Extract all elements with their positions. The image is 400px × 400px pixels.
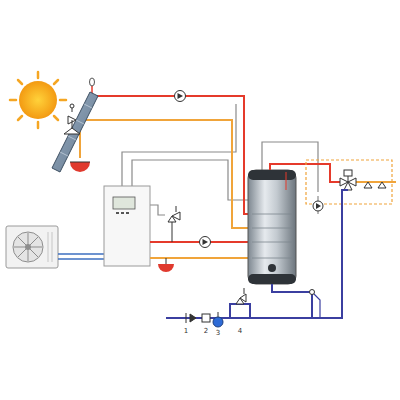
tap: [364, 182, 386, 188]
safety-valve: [168, 206, 180, 222]
dhw-internal-pipe: [286, 172, 287, 190]
pump: [175, 91, 186, 102]
cold-water-line: [166, 190, 348, 318]
heating-circuit: [150, 222, 250, 258]
mixing-valve: [340, 170, 356, 190]
callout-number: 3: [216, 330, 220, 337]
expansion-vessel: [70, 162, 90, 172]
expansion-vessel-pipe: [166, 258, 167, 264]
circulation-pump: [313, 196, 323, 214]
pressure-reducer: [213, 312, 223, 327]
air-vent: [90, 78, 95, 86]
tank-drain: [310, 290, 315, 295]
callout-number: 2: [204, 328, 208, 335]
expansion-vessel: [158, 264, 174, 272]
safety-valve: [236, 288, 246, 304]
hot-water-line: [270, 164, 396, 182]
pump: [200, 237, 211, 248]
safety-valve: [64, 104, 80, 134]
solar-collector: [52, 92, 98, 172]
check-valve: [186, 313, 196, 323]
expansion-vessel-rim: [70, 162, 90, 163]
mixing-group-outline: [306, 160, 392, 204]
sun: [10, 72, 66, 128]
callout-number: 1: [184, 328, 188, 335]
callout-number: 4: [238, 328, 242, 335]
storage-tank: [248, 170, 296, 284]
heat-pump-indoor-unit: [104, 186, 150, 266]
refrigerant-line: [58, 254, 104, 259]
heat-pump-outdoor-unit: [6, 226, 58, 268]
filter: [202, 314, 210, 322]
